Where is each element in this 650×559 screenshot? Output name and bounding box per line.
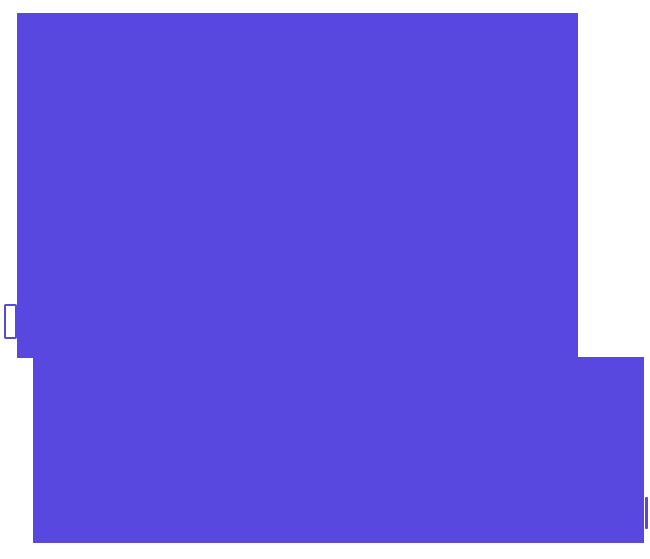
left-edge-outlined-rectangle-shape [4,304,17,339]
upper-block-shape [17,13,578,358]
right-edge-bar-shape [645,497,648,529]
lower-block-shape [33,357,644,543]
composition-description: A large stepped purple rectangle occupyi… [0,0,1,1]
